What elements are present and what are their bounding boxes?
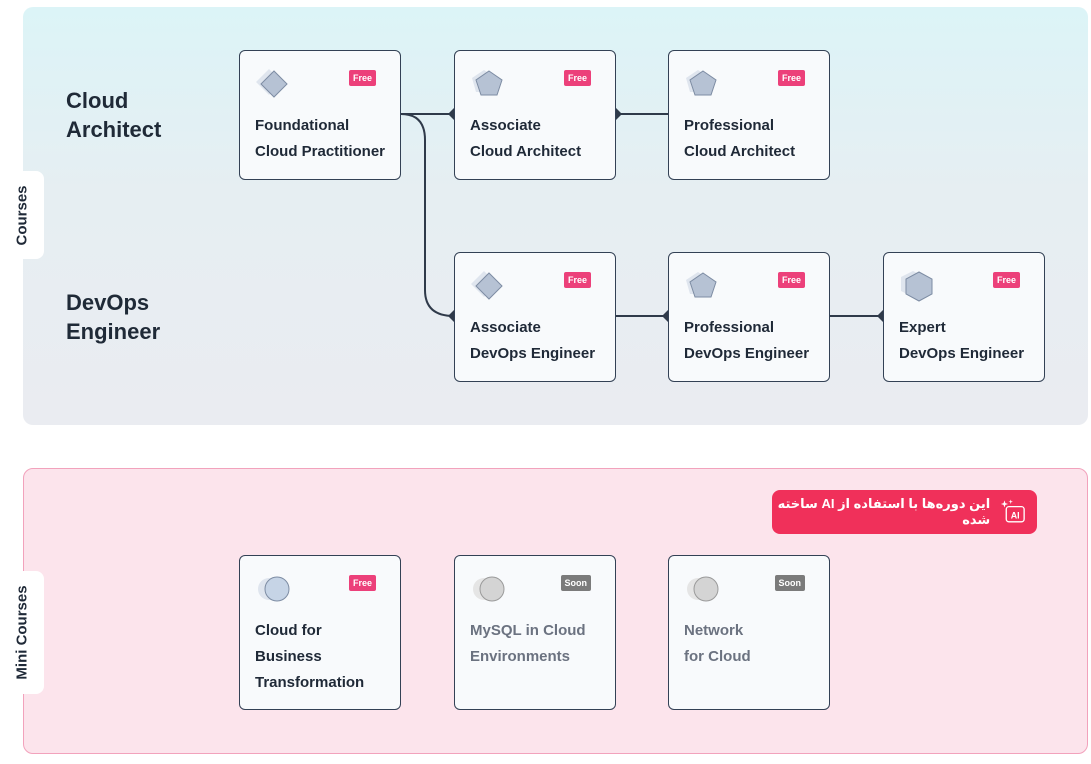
ai-generated-notice-text: این دوره‌ها با استفاده از AI ساخته شده — [777, 496, 991, 527]
hexagon-icon — [901, 271, 933, 302]
track-title-devops-engineer: DevOps Engineer — [66, 288, 226, 346]
pentagon-icon — [472, 70, 503, 96]
mini-course-card-mysql-in-cloud-environments[interactable]: Soon MySQL in Cloud Environments — [454, 555, 616, 710]
mini-course-card-network-for-cloud[interactable]: Soon Network for Cloud — [668, 555, 830, 710]
ai-generated-notice: این دوره‌ها با استفاده از AI ساخته شده A… — [772, 490, 1037, 534]
course-card-professional-devops-engineer[interactable]: Free Professional DevOps Engineer — [668, 252, 830, 382]
mini-courses-side-label-text: Mini Courses — [14, 585, 31, 680]
track-title-cloud-architect: Cloud Architect — [66, 86, 226, 144]
course-card-title-line: Professional — [684, 117, 775, 134]
course-card-title-line: Associate — [470, 117, 541, 134]
course-card-title: Associate DevOps Engineer — [470, 315, 610, 367]
circle-icon — [473, 576, 505, 602]
mini-courses-side-label: Mini Courses — [1, 571, 44, 694]
course-card-title-line: Cloud Practitioner — [255, 143, 386, 160]
course-card-title: Foundational Cloud Practitioner — [255, 113, 395, 165]
course-card-title-line: Environments — [470, 648, 571, 665]
course-card-professional-cloud-architect[interactable]: Free Professional Cloud Architect — [668, 50, 830, 180]
course-card-title: Associate Cloud Architect — [470, 113, 610, 165]
free-badge: Free — [563, 272, 591, 288]
pentagon-icon — [686, 70, 717, 96]
course-card-title-line: Expert — [899, 319, 946, 336]
pentagon-icon — [686, 272, 717, 298]
courses-side-label-text: Courses — [14, 184, 31, 246]
courses-side-label: Courses — [1, 171, 44, 259]
course-card-title-line: Transformation — [255, 674, 365, 691]
free-badge: Free — [777, 70, 805, 86]
track-title-line: Architect — [66, 117, 162, 142]
free-badge: Free — [348, 575, 376, 591]
course-card-title: Expert DevOps Engineer — [899, 315, 1039, 367]
free-badge: Free — [563, 70, 591, 86]
course-card-foundational-cloud-practitioner[interactable]: Free Foundational Cloud Practitioner — [239, 50, 401, 180]
course-card-title-line: Cloud for — [255, 622, 322, 639]
soon-badge: Soon — [774, 575, 805, 591]
course-card-title-line: DevOps Engineer — [899, 345, 1025, 362]
course-card-title: Network for Cloud — [684, 618, 824, 670]
course-card-title-line: Cloud Architect — [470, 143, 582, 160]
course-card-title-line: Cloud Architect — [684, 143, 796, 160]
course-card-title-line: DevOps Engineer — [470, 345, 596, 362]
course-card-title-line: MySQL in Cloud — [470, 622, 586, 639]
course-card-title: MySQL in Cloud Environments — [470, 618, 610, 670]
diamond-icon — [256, 69, 288, 98]
course-card-associate-devops-engineer[interactable]: Free Associate DevOps Engineer — [454, 252, 616, 382]
circle-icon — [258, 576, 290, 602]
course-card-associate-cloud-architect[interactable]: Free Associate Cloud Architect — [454, 50, 616, 180]
ai-icon-text: AI — [1011, 510, 1020, 520]
course-card-title-line: for Cloud — [684, 648, 751, 665]
mini-course-card-cloud-for-business-transformation[interactable]: Free Cloud for Business Transformation — [239, 555, 401, 710]
track-title-line: DevOps — [66, 290, 150, 315]
course-card-title-line: Professional — [684, 319, 775, 336]
course-card-expert-devops-engineer[interactable]: Free Expert DevOps Engineer — [883, 252, 1045, 382]
course-card-title-line: Foundational — [255, 117, 350, 134]
track-title-line: Cloud — [66, 88, 129, 113]
track-title-line: Engineer — [66, 319, 161, 344]
course-card-title: Cloud for Business Transformation — [255, 618, 395, 696]
course-card-title-line: Network — [684, 622, 744, 639]
course-card-title-line: DevOps Engineer — [684, 345, 810, 362]
ai-sparkle-icon: AI — [1001, 499, 1025, 523]
free-badge: Free — [777, 272, 805, 288]
free-badge: Free — [348, 70, 376, 86]
course-card-title: Professional Cloud Architect — [684, 113, 824, 165]
circle-icon — [687, 576, 719, 602]
free-badge: Free — [992, 272, 1020, 288]
course-card-title-line: Business — [255, 648, 322, 665]
soon-badge: Soon — [560, 575, 591, 591]
course-card-title: Professional DevOps Engineer — [684, 315, 824, 367]
course-card-title-line: Associate — [470, 319, 541, 336]
diamond-icon — [471, 271, 503, 300]
